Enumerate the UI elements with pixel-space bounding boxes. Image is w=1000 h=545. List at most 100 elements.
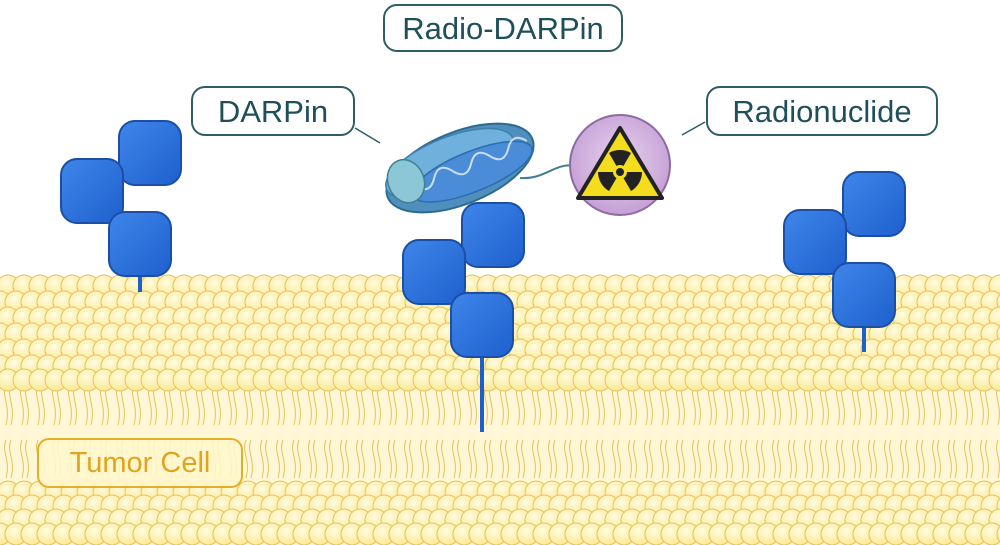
lipid-tail <box>313 439 317 479</box>
lipid-tail <box>500 439 504 479</box>
lipid-tail <box>489 439 493 479</box>
lipid-tail <box>633 439 637 479</box>
lipid-tail <box>884 439 888 479</box>
lipid-tail <box>468 439 472 479</box>
lipid-tail <box>969 439 973 479</box>
lipid-tail <box>601 439 605 479</box>
lipid-tail <box>905 439 909 479</box>
radionuclide <box>569 114 671 216</box>
lipid-tail <box>740 439 744 479</box>
chelator-linker <box>519 164 576 180</box>
lipid-tail <box>916 439 920 479</box>
lipid-tail <box>793 439 797 479</box>
lipid-tail <box>345 439 349 479</box>
lipid-tail <box>809 439 813 479</box>
lipid-tail <box>617 439 621 479</box>
lipid-head <box>988 368 1000 392</box>
lipid-tail <box>441 439 445 479</box>
lipid-tail <box>473 439 477 479</box>
receptor-domain <box>783 209 847 275</box>
tumor-cell-label: Tumor Cell <box>37 438 243 488</box>
lipid-head <box>996 325 1000 343</box>
lipid-tail <box>596 439 600 479</box>
radio-darpin-title: Radio-DARPin <box>383 4 623 52</box>
lipid-head <box>980 522 1000 545</box>
lipid-tail <box>825 439 829 479</box>
radionuclide-label: Radionuclide <box>706 86 938 136</box>
lipid-tail <box>404 439 408 479</box>
lipid-tail <box>4 439 8 479</box>
radiation-hazard-icon <box>576 126 664 200</box>
lipid-tail <box>852 439 856 479</box>
lipid-tail <box>452 439 456 479</box>
receptor-domain <box>461 202 525 268</box>
lipid-tail <box>388 439 392 479</box>
cell-membrane <box>0 274 1000 545</box>
darpin-label: DARPin <box>191 86 355 136</box>
lipid-tail <box>9 439 13 479</box>
lipid-tail <box>708 439 712 479</box>
lipid-tail <box>996 439 1000 479</box>
lipid-tail <box>324 439 328 479</box>
receptor-domain <box>108 211 172 277</box>
lipid-tail <box>836 439 840 479</box>
lipid-tail <box>772 439 776 479</box>
lipid-tail <box>244 439 248 479</box>
lipid-tail <box>612 439 616 479</box>
lipid-tail <box>372 439 376 479</box>
darpin-cap <box>386 158 426 204</box>
lipid-tail <box>260 439 264 479</box>
lipid-tail <box>521 439 525 479</box>
lipid-tail <box>265 439 269 479</box>
receptor-center <box>402 202 525 432</box>
lipid-head <box>996 293 1000 311</box>
lipid-tail <box>841 439 845 479</box>
lipid-tail <box>249 439 253 479</box>
lipid-tail <box>692 439 696 479</box>
lipid-tail <box>505 439 509 479</box>
lipid-tail <box>761 439 765 479</box>
lipid-tail <box>804 439 808 479</box>
lipid-tail <box>548 439 552 479</box>
lipid-tail <box>20 439 24 479</box>
lipid-tail <box>532 439 536 479</box>
lipid-tail <box>537 439 541 479</box>
lipid-tail <box>820 439 824 479</box>
darpin-connector-line <box>354 127 381 144</box>
lipid-tail <box>516 439 520 479</box>
lipid-tail <box>329 439 333 479</box>
lipid-tail <box>644 439 648 479</box>
lipid-tail <box>953 439 957 479</box>
lipid-tail <box>932 439 936 479</box>
lipid-tail <box>281 439 285 479</box>
lipid-tail <box>857 439 861 479</box>
lipid-tail <box>777 439 781 479</box>
lipid-tail <box>868 439 872 479</box>
lipid-tail <box>297 439 301 479</box>
lipid-tail <box>948 439 952 479</box>
lipid-tail <box>697 439 701 479</box>
lipid-tail <box>964 439 968 479</box>
lipid-tail <box>276 439 280 479</box>
receptor-left <box>60 120 182 292</box>
lipid-tail <box>361 439 365 479</box>
lipid-tail <box>729 439 733 479</box>
lipid-tail <box>292 439 296 479</box>
lipid-tail <box>681 439 685 479</box>
lipid-tail <box>889 439 893 479</box>
receptor-domain <box>832 262 896 328</box>
radionuclide-connector-line <box>681 121 706 136</box>
lipid-tail <box>420 439 424 479</box>
lipid-tail <box>425 439 429 479</box>
lipid-tail <box>484 439 488 479</box>
receptor-domain <box>118 120 182 186</box>
lipid-tail <box>980 439 984 479</box>
lipid-tail <box>457 439 461 479</box>
receptor-domain <box>450 292 514 358</box>
lipid-tail <box>308 439 312 479</box>
lipid-tail <box>921 439 925 479</box>
lipid-tail <box>676 439 680 479</box>
lipid-tail <box>649 439 653 479</box>
lipid-tail <box>553 439 557 479</box>
